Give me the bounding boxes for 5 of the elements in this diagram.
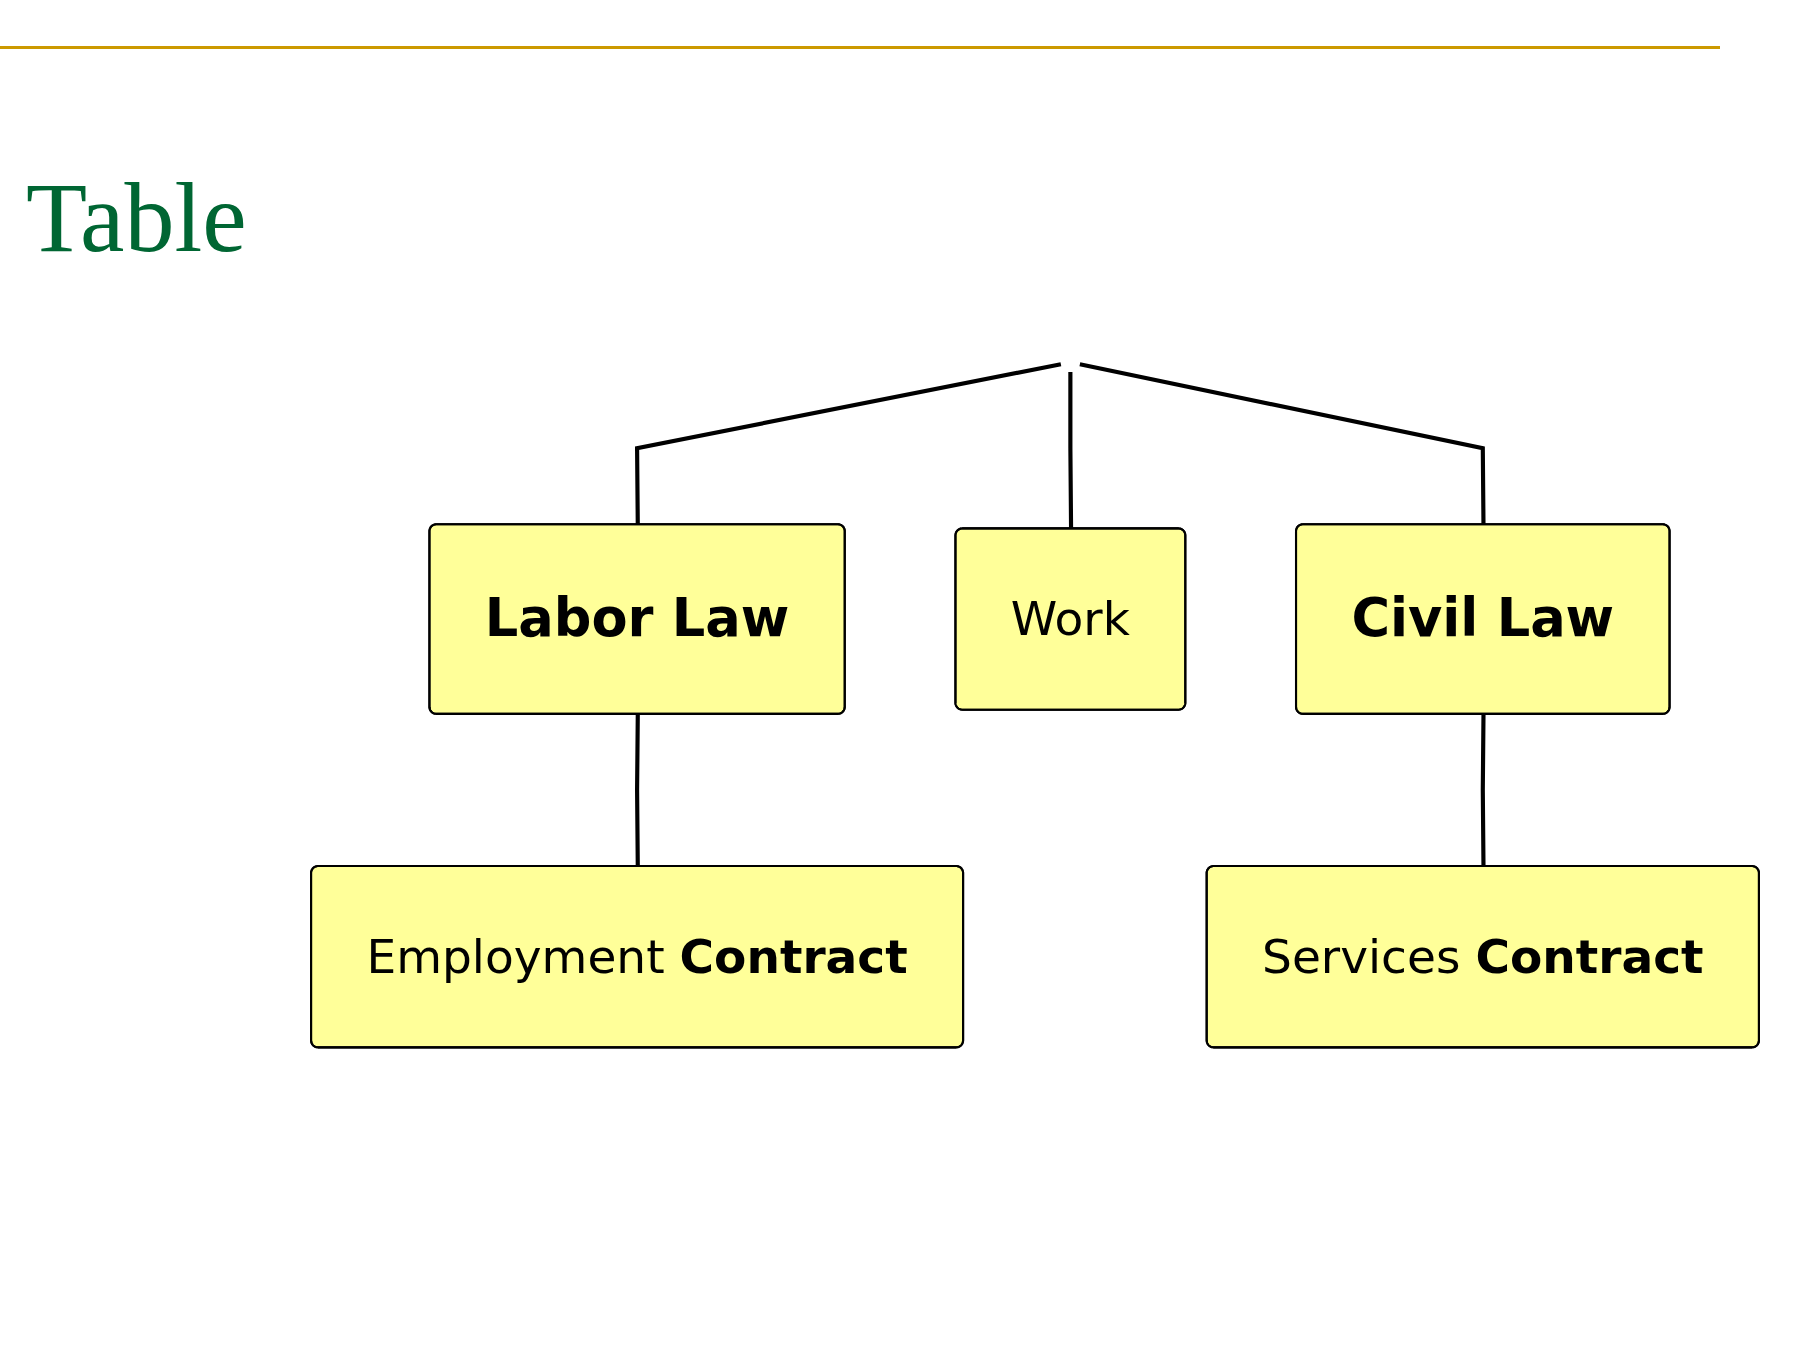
connector xyxy=(1480,714,1486,867)
connector xyxy=(635,714,640,867)
connector xyxy=(635,362,1062,525)
slide-title: Table xyxy=(26,161,247,275)
connector xyxy=(1079,362,1486,525)
